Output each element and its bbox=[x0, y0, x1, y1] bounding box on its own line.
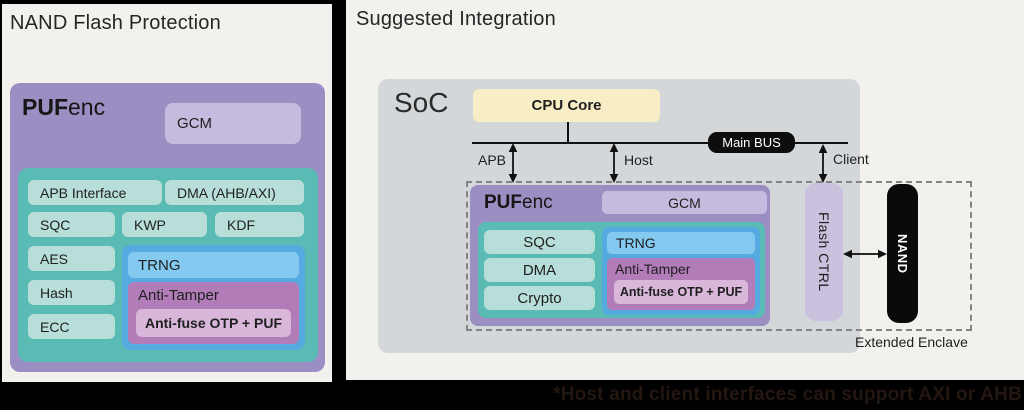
cpu-bus-connector-line bbox=[567, 122, 569, 143]
gcm-block-right: GCM bbox=[602, 191, 767, 214]
trng-block-right: TRNG bbox=[607, 232, 755, 254]
flash-ctrl-block: Flash CTRL bbox=[805, 183, 843, 321]
footnote-text: *Host and client interfaces can support … bbox=[553, 384, 1022, 405]
pufenc-title-bold-right: PUF bbox=[484, 192, 522, 213]
apb-interface-block: APB Interface bbox=[28, 180, 162, 205]
hash-block: Hash bbox=[28, 280, 115, 305]
sqc-block-left: SQC bbox=[28, 212, 115, 237]
nand-block: NAND bbox=[887, 184, 918, 323]
trng-block-left: TRNG bbox=[128, 252, 299, 278]
soc-label: SoC bbox=[394, 87, 449, 118]
anti-tamper-block-right: Anti-Tamper Anti-fuse OTP + PUF bbox=[607, 258, 755, 310]
suggested-integration-panel: Suggested Integration SoC CPU Core Main … bbox=[346, 0, 1024, 380]
main-bus-line bbox=[472, 142, 848, 144]
crypto-block-right: Crypto bbox=[484, 286, 595, 310]
pufenc-title-right: PUFenc bbox=[484, 192, 553, 214]
pufenc-block-left: PUFenc GCM APB Interface DMA (AHB/AXI) S… bbox=[10, 83, 325, 372]
flash-nand-arrow-icon bbox=[843, 249, 887, 259]
cpu-core-block: CPU Core bbox=[473, 89, 660, 122]
kdf-block: KDF bbox=[215, 212, 304, 237]
ecc-block: ECC bbox=[28, 314, 115, 339]
pufenc-title-rest-right: enc bbox=[522, 192, 553, 213]
left-panel-title: NAND Flash Protection bbox=[10, 12, 221, 34]
aes-block: AES bbox=[28, 246, 115, 271]
pufenc-title-left: PUFenc bbox=[22, 94, 105, 121]
pufenc-title-bold: PUF bbox=[22, 94, 68, 120]
dma-block-left: DMA (AHB/AXI) bbox=[165, 180, 304, 205]
host-arrow-icon bbox=[609, 143, 619, 183]
pufenc-block-right: PUFenc GCM SQC DMA Crypto TRNG Anti-Tamp… bbox=[470, 185, 770, 326]
crypto-engine-container-left: APB Interface DMA (AHB/AXI) SQC KWP KDF … bbox=[18, 168, 318, 362]
gcm-block-left: GCM bbox=[165, 103, 301, 144]
host-bus-label: Host bbox=[624, 152, 653, 168]
nand-label: NAND bbox=[895, 233, 910, 274]
trng-antitamper-container-right: TRNG Anti-Tamper Anti-fuse OTP + PUF bbox=[602, 227, 760, 315]
flash-ctrl-label: Flash CTRL bbox=[816, 212, 832, 292]
dma-block-right: DMA bbox=[484, 258, 595, 282]
anti-fuse-otp-puf-block-left: Anti-fuse OTP + PUF bbox=[136, 309, 291, 337]
pufenc-title-rest: enc bbox=[68, 94, 106, 120]
kwp-block: KWP bbox=[122, 212, 207, 237]
anti-tamper-block-left: Anti-Tamper Anti-fuse OTP + PUF bbox=[128, 282, 299, 344]
anti-tamper-label-right: Anti-Tamper bbox=[615, 261, 691, 277]
anti-tamper-label-left: Anti-Tamper bbox=[138, 287, 219, 304]
nand-flash-protection-panel: NAND Flash Protection PUFenc GCM APB Int… bbox=[2, 4, 332, 382]
apb-bus-label: APB bbox=[478, 152, 507, 168]
sqc-block-right: SQC bbox=[484, 230, 595, 254]
main-bus-badge: Main BUS bbox=[708, 132, 795, 153]
crypto-engine-container-right: SQC DMA Crypto TRNG Anti-Tamper Anti-fus… bbox=[478, 222, 765, 318]
client-bus-label: Client bbox=[833, 151, 869, 167]
trng-antitamper-container-left: TRNG Anti-Tamper Anti-fuse OTP + PUF bbox=[122, 245, 305, 350]
apb-arrow-icon bbox=[508, 143, 518, 183]
extended-enclave-label: Extended Enclave bbox=[855, 334, 968, 350]
anti-fuse-otp-puf-block-right: Anti-fuse OTP + PUF bbox=[614, 280, 748, 304]
right-panel-title: Suggested Integration bbox=[356, 8, 556, 30]
client-arrow-icon bbox=[818, 144, 828, 183]
extended-enclave-boundary bbox=[466, 181, 972, 331]
